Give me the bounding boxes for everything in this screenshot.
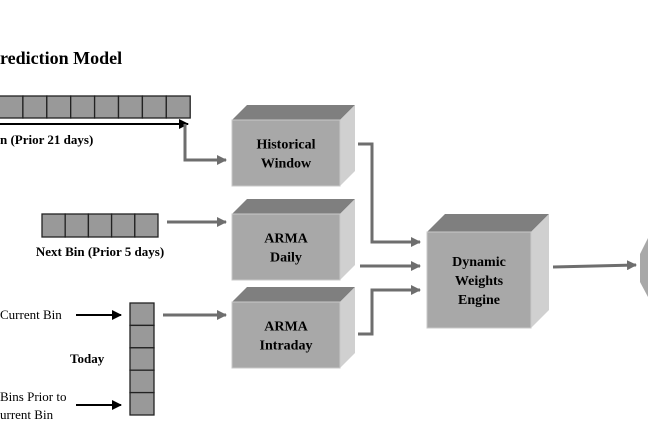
box-front-face [231,213,341,281]
bin-cell [129,302,155,327]
bin-cell [134,213,159,238]
box-label: Dynamic [452,255,506,270]
box-top-face [232,105,355,120]
box-label: Daily [270,251,302,266]
box-label: Window [261,157,312,172]
bin-cell [141,95,167,119]
box-label: ARMA [264,320,308,335]
bin-cell [129,324,155,349]
bin-cell [46,95,72,119]
box-top-face [427,214,549,232]
box-front-face [231,301,341,369]
box-label: Historical [256,138,315,153]
arma-daily-box: ARMA Daily [231,199,355,281]
box-label: Engine [458,293,500,308]
output-box-partial [640,238,648,297]
arrow-engine-to-output [552,260,637,271]
today-cells [129,302,155,416]
bin-cell [93,95,120,119]
bin-cell [64,213,90,238]
box-side-face [340,105,355,186]
bin-cell [41,213,66,238]
bin-cell [117,95,144,119]
bins-prior-label-2: urrent Bin [0,407,54,422]
today-label: Today [70,351,105,366]
bin-cell [129,369,155,394]
bin-cell [87,213,113,238]
box-front-face [426,231,532,329]
arrow-historical-to-engine [358,142,421,247]
bin-cell [129,347,155,371]
bin-cell [70,95,96,119]
box-label: ARMA [264,232,308,247]
box-top-face [232,287,355,302]
box-side-face [531,214,549,328]
box-label: Weights [455,274,504,289]
arrow-intraday-to-engine [358,285,421,336]
box-front-face [231,119,341,187]
box-side-face [340,199,355,280]
box-top-face [232,199,355,214]
box-label: Intraday [260,339,313,354]
box-side-face [340,287,355,368]
bin-cell [22,95,48,119]
bin-cell [0,95,24,119]
historical-bins [0,95,191,119]
arrow-to-historical [183,124,227,165]
next-bin-label: Next Bin (Prior 5 days) [36,244,164,259]
bin-cell [129,391,155,416]
arma-intraday-box: ARMA Intraday [231,287,355,369]
diagram-title: rediction Model [0,48,122,68]
bin-cell [165,95,191,119]
current-bin-label: Current Bin [0,307,62,322]
historical-label: n (Prior 21 days) [0,132,93,147]
bin-cell [110,213,136,238]
next-bin-cells [41,213,159,238]
bins-prior-label-1: Bins Prior to [0,389,66,404]
